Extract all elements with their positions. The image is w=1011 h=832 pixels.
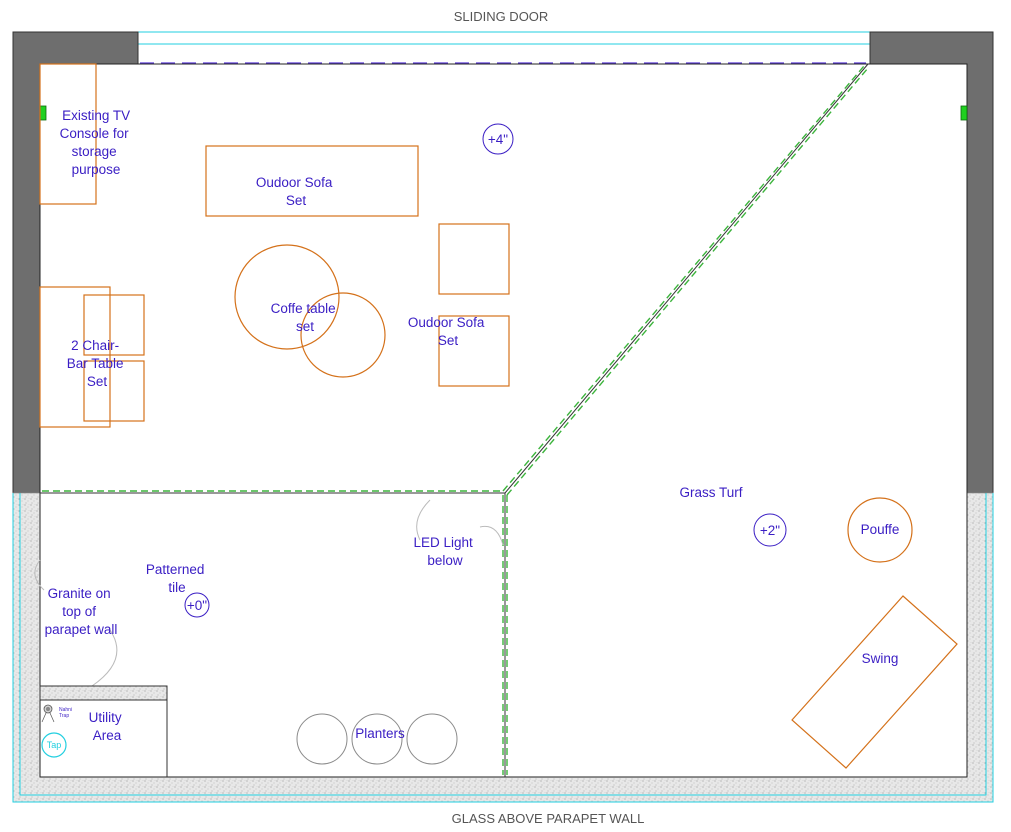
wall-marker-right — [960, 105, 968, 121]
nahni-trap-icon — [41, 704, 55, 723]
sliding-door — [137, 31, 871, 64]
wall-marker-left — [39, 105, 47, 121]
outdoor-sofa-top-label: Oudoor Sofa Set — [256, 175, 336, 208]
tap-icon — [41, 732, 67, 758]
level-marker-plus0 — [184, 592, 210, 618]
pouffe-label: Pouffe — [861, 522, 900, 537]
led-light-label: LED Light below — [413, 535, 476, 568]
planter-1 — [296, 713, 348, 765]
planter-3 — [406, 713, 458, 765]
outdoor-sofa-right-label: Oudoor Sofa Set — [408, 315, 488, 348]
glass-above-parapet — [12, 493, 994, 803]
walls — [12, 31, 994, 494]
granite-label: Granite on top of parapet wall — [45, 586, 118, 637]
glass-parapet-label: GLASS ABOVE PARAPET WALL — [452, 811, 645, 826]
coffee-table-label: Coffe table set — [271, 301, 340, 334]
outdoor-sofa-right-a — [438, 223, 510, 295]
nahni-trap-label: Nahni Trap — [59, 707, 73, 719]
utility-area-label: Utility Area — [89, 710, 126, 743]
tap-label: Tap — [47, 740, 62, 750]
level-marker-plus4 — [482, 123, 514, 155]
swing-label: Swing — [862, 651, 899, 666]
level-plus2-label: +2" — [760, 523, 780, 538]
zone-dividers — [40, 63, 869, 777]
coffee-table-small — [300, 292, 386, 378]
granite-leader — [34, 559, 118, 687]
level-marker-plus2 — [753, 513, 787, 547]
outdoor-sofa-top — [205, 145, 419, 217]
swing — [791, 595, 958, 769]
coffee-table-large — [234, 244, 340, 350]
planters-label: Planters — [355, 726, 405, 741]
level-plus4-label: +4" — [488, 132, 508, 147]
led-strip — [42, 65, 869, 775]
grass-turf-label: Grass Turf — [679, 485, 742, 500]
patterned-tile-label: Patterned tile — [146, 562, 208, 595]
bar-chair-2 — [83, 360, 145, 422]
pouffe — [847, 497, 913, 563]
utility-area — [39, 685, 168, 777]
bar-table — [39, 286, 111, 428]
floor-outline — [39, 63, 968, 778]
tv-console — [39, 63, 97, 205]
sliding-door-label: SLIDING DOOR — [454, 9, 549, 24]
led-leader — [416, 499, 504, 546]
outdoor-sofa-right-b — [438, 315, 510, 387]
level-plus0-label: +0" — [187, 598, 207, 613]
bar-chair-1 — [83, 294, 145, 356]
planter-2 — [351, 713, 403, 765]
tv-console-label: Existing TV Console for storage purpose — [60, 108, 134, 177]
bar-table-label: 2 Chair- Bar Table Set — [67, 338, 128, 389]
